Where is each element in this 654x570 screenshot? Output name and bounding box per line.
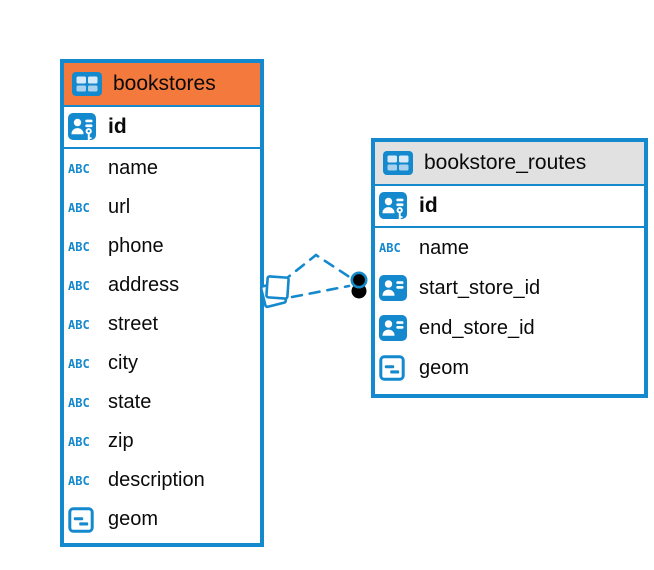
table-name: bookstores <box>113 72 216 95</box>
column-label: phone <box>108 235 164 257</box>
relationship-link-1[interactable] <box>280 253 353 284</box>
text-type-icon: ABC <box>68 356 100 371</box>
table-icon <box>383 151 413 175</box>
relationship-link-2[interactable] <box>290 284 351 299</box>
text-type-icon: ABC <box>68 473 90 488</box>
relationship-source-marker[interactable] <box>259 275 290 309</box>
column-row[interactable]: ABC state <box>64 383 260 422</box>
primary-key-label: id <box>419 194 438 217</box>
primary-key-icon <box>379 191 411 221</box>
table-icon <box>72 72 102 96</box>
column-label: end_store_id <box>419 316 535 339</box>
text-type-icon: ABC <box>68 200 100 215</box>
column-row[interactable]: ABC name <box>64 149 260 188</box>
column-label: url <box>108 196 131 218</box>
table-icon <box>383 151 415 175</box>
text-type-icon: ABC <box>68 278 100 293</box>
geometry-type-icon <box>379 355 411 381</box>
column-row[interactable]: ABC description <box>64 461 260 500</box>
column-label: city <box>108 352 138 374</box>
column-label: name <box>419 236 470 259</box>
reference-type-icon <box>379 315 411 341</box>
reference-type-icon <box>379 275 407 301</box>
reference-type-icon <box>379 275 411 301</box>
geometry-type-icon <box>68 506 94 533</box>
primary-key-icon <box>379 191 407 219</box>
table-icon <box>72 72 104 96</box>
primary-key-icon <box>68 112 96 140</box>
text-type-icon: ABC <box>68 317 100 332</box>
text-type-icon: ABC <box>68 473 100 488</box>
geometry-type-icon <box>68 506 100 533</box>
column-row[interactable]: ABC address <box>64 266 260 305</box>
table-header[interactable]: bookstores <box>64 63 260 107</box>
column-label: name <box>108 157 159 179</box>
column-row[interactable]: ABC phone <box>64 227 260 266</box>
primary-key-row[interactable]: id <box>64 107 260 149</box>
column-label: description <box>108 469 205 491</box>
table-bookstore-routes[interactable]: bookstore_routes id ABC name start_store_i… <box>371 138 648 398</box>
text-type-icon: ABC <box>68 317 90 332</box>
text-type-icon: ABC <box>379 240 411 256</box>
column-row[interactable]: ABC zip <box>64 422 260 461</box>
column-row[interactable]: geom <box>375 348 644 388</box>
column-label: state <box>108 391 152 413</box>
column-label: geom <box>419 356 470 379</box>
column-label: geom <box>108 508 159 530</box>
text-type-icon: ABC <box>68 200 90 215</box>
primary-key-row[interactable]: id <box>375 186 644 228</box>
relationship-target-marker[interactable] <box>350 271 368 299</box>
text-type-icon: ABC <box>68 434 90 449</box>
column-row[interactable]: end_store_id <box>375 308 644 348</box>
column-label: address <box>108 274 180 296</box>
text-type-icon: ABC <box>68 434 100 449</box>
column-row[interactable]: ABC city <box>64 344 260 383</box>
column-label: street <box>108 313 159 335</box>
primary-key-label: id <box>108 115 127 138</box>
text-type-icon: ABC <box>68 356 90 371</box>
text-type-icon: ABC <box>68 161 100 176</box>
reference-type-icon <box>379 315 407 341</box>
text-type-icon: ABC <box>68 395 100 410</box>
table-name: bookstore_routes <box>424 151 587 174</box>
geometry-type-icon <box>379 355 405 381</box>
text-type-icon: ABC <box>68 161 90 176</box>
text-type-icon: ABC <box>68 395 90 410</box>
column-row[interactable]: ABC url <box>64 188 260 227</box>
column-row[interactable]: ABC street <box>64 305 260 344</box>
column-row[interactable]: start_store_id <box>375 268 644 308</box>
column-label: zip <box>108 430 134 452</box>
column-label: start_store_id <box>419 276 541 299</box>
text-type-icon: ABC <box>68 239 90 254</box>
column-row[interactable]: ABC name <box>375 228 644 268</box>
primary-key-icon <box>68 112 100 142</box>
text-type-icon: ABC <box>68 278 90 293</box>
column-row[interactable]: geom <box>64 500 260 539</box>
table-header[interactable]: bookstore_routes <box>375 142 644 186</box>
text-type-icon: ABC <box>68 239 100 254</box>
text-type-icon: ABC <box>379 240 401 256</box>
